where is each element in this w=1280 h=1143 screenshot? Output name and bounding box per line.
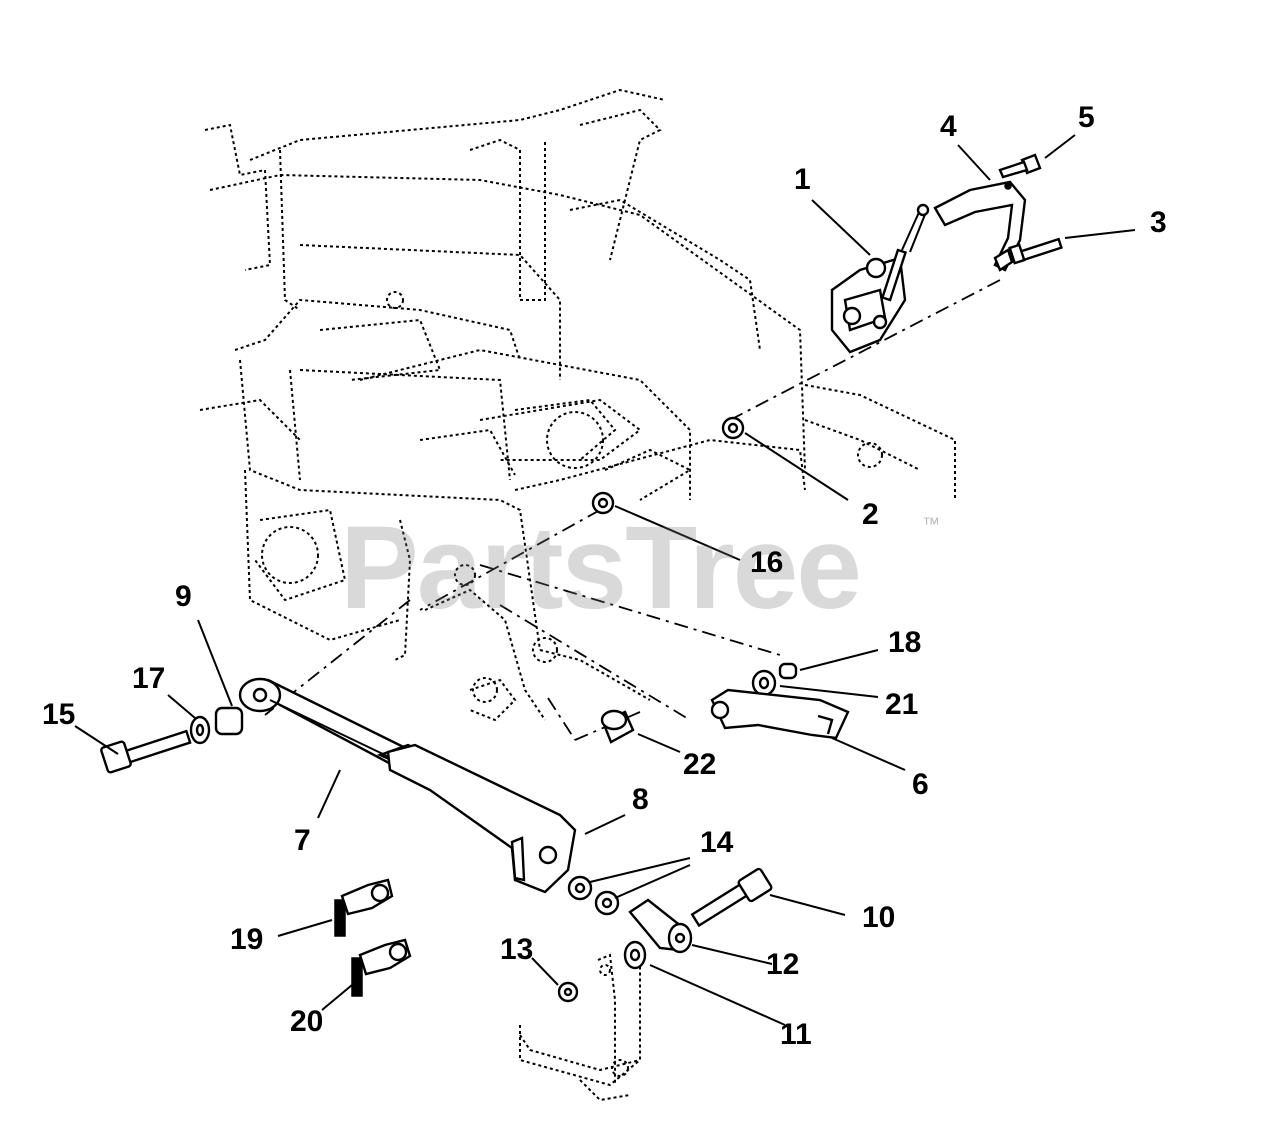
fitting-20 [351,938,412,997]
watermark: PartsTree [340,502,862,634]
rod-end-12 [628,898,693,954]
callout-16[interactable]: 16 [750,546,784,579]
callout-20[interactable]: 20 [290,1005,324,1038]
callout-14[interactable]: 14 [700,826,734,859]
spacer-22 [600,709,635,744]
nut-14-a [567,875,593,901]
washer-21 [751,669,777,697]
spacer-9 [214,706,244,736]
assembly-centerlines [264,279,1001,741]
washer-17 [189,715,211,745]
bolt-10 [690,867,773,928]
callout-11[interactable]: 11 [780,1018,812,1051]
screw-5 [998,153,1042,179]
nut-16 [591,491,615,515]
callout-19[interactable]: 19 [230,923,264,956]
callout-21[interactable]: 21 [885,688,919,721]
callout-6[interactable]: 6 [912,768,929,801]
valve-assembly [830,203,930,354]
callout-22[interactable]: 22 [683,748,717,781]
callout-1[interactable]: 1 [794,163,811,196]
bolt-15 [100,729,192,774]
lever-arm-6 [710,688,850,740]
callout-17[interactable]: 17 [132,662,166,695]
callout-4[interactable]: 4 [940,110,957,143]
bracket [933,180,1027,272]
tractor-frame [199,88,956,1102]
bushing-18 [778,662,798,680]
callout-10[interactable]: 10 [862,901,896,934]
trademark-symbol: ™ [922,514,940,534]
nut-13 [557,981,579,1003]
callout-13[interactable]: 13 [500,933,534,966]
fitting-19 [334,878,394,937]
callout-15[interactable]: 15 [42,698,76,731]
bolt-3 [1008,237,1063,265]
nut-2 [721,416,745,440]
washer-11 [623,940,647,970]
leader-lines [74,134,1136,1026]
callout-9[interactable]: 9 [175,580,192,613]
callout-7[interactable]: 7 [294,824,311,857]
callout-3[interactable]: 3 [1150,206,1167,239]
callout-12[interactable]: 12 [766,948,800,981]
clevis-plate-8 [386,743,577,894]
callout-18[interactable]: 18 [888,626,922,659]
nut-14-b [594,890,620,916]
callout-8[interactable]: 8 [632,783,649,816]
callout-2[interactable]: 2 [862,498,879,531]
callout-5[interactable]: 5 [1078,101,1095,134]
